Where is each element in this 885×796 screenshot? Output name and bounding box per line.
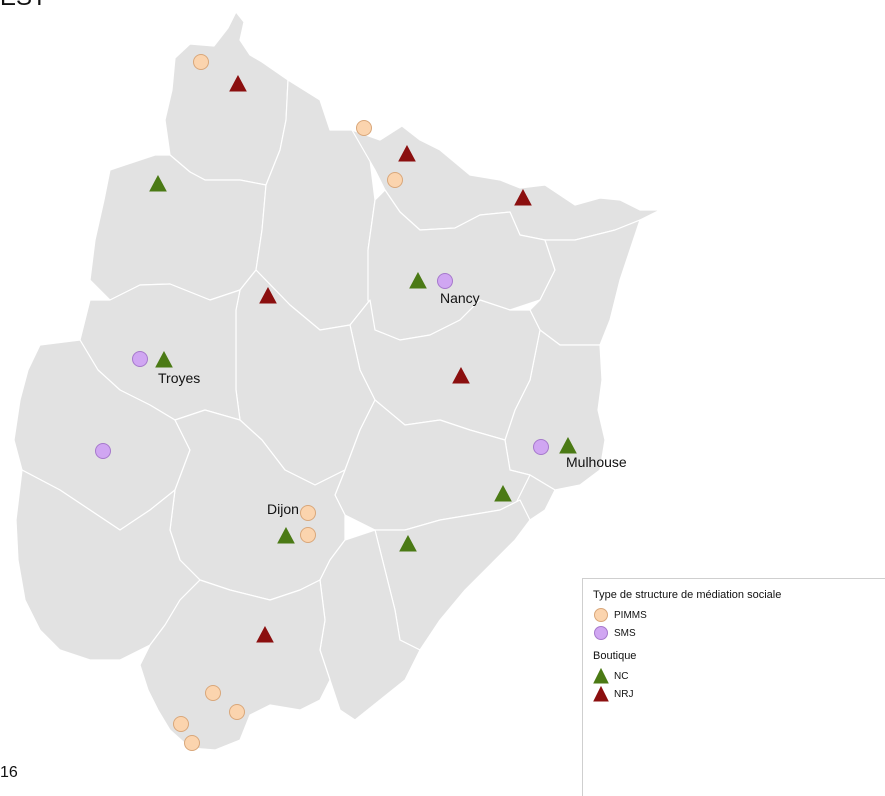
marker-pimms bbox=[300, 527, 316, 543]
legend-item-nrj: NRJ bbox=[593, 685, 885, 703]
map-legend: Type de structure de médiation sociale P… bbox=[582, 578, 885, 796]
marker-nrj bbox=[398, 144, 416, 162]
marker-nc bbox=[409, 271, 427, 289]
region-outlines bbox=[13, 11, 661, 751]
city-label-mulhouse: Mulhouse bbox=[566, 454, 627, 470]
marker-pimms bbox=[205, 685, 221, 701]
circle-icon bbox=[594, 626, 608, 640]
marker-sms bbox=[132, 351, 148, 367]
marker-nrj bbox=[514, 188, 532, 206]
marker-nc bbox=[149, 174, 167, 192]
page-title: EST bbox=[0, 0, 47, 12]
legend-label-nrj: NRJ bbox=[614, 688, 634, 700]
marker-pimms bbox=[173, 716, 189, 732]
city-label-troyes: Troyes bbox=[158, 370, 200, 386]
marker-pimms bbox=[229, 704, 245, 720]
circle-icon bbox=[594, 608, 608, 622]
legend-label-sms: SMS bbox=[614, 627, 636, 639]
map-markers bbox=[95, 54, 577, 751]
region-saone-et-loire bbox=[139, 579, 331, 751]
marker-pimms bbox=[300, 505, 316, 521]
legend-item-nc: NC bbox=[593, 667, 885, 685]
legend-group-boutique: Boutique NC NRJ bbox=[593, 650, 885, 703]
marker-nc bbox=[277, 526, 295, 544]
triangle-icon bbox=[593, 668, 609, 684]
city-label-dijon: Dijon bbox=[267, 501, 299, 517]
marker-nrj bbox=[259, 286, 277, 304]
marker-sms bbox=[533, 439, 549, 455]
marker-sms bbox=[437, 273, 453, 289]
marker-sms bbox=[95, 443, 111, 459]
marker-nc bbox=[155, 350, 173, 368]
marker-pimms bbox=[387, 172, 403, 188]
marker-pimms bbox=[184, 735, 200, 751]
marker-nrj bbox=[452, 366, 470, 384]
legend-item-pimms: PIMMS bbox=[593, 606, 885, 624]
marker-nrj bbox=[229, 74, 247, 92]
page-number: 16 bbox=[0, 764, 18, 781]
triangle-icon bbox=[593, 686, 609, 702]
legend-label-pimms: PIMMS bbox=[614, 609, 647, 621]
marker-nc bbox=[494, 484, 512, 502]
legend-label-nc: NC bbox=[614, 670, 629, 682]
city-labels: Nancy Troyes Mulhouse Dijon bbox=[158, 290, 627, 517]
legend-title-structure: Type de structure de médiation sociale bbox=[593, 589, 782, 601]
legend-item-sms: SMS bbox=[593, 624, 885, 642]
legend-title-boutique: Boutique bbox=[593, 650, 637, 662]
marker-nrj bbox=[256, 625, 274, 643]
region-north-ardennes bbox=[164, 11, 289, 186]
region-bas-rhin bbox=[529, 219, 641, 346]
marker-nc bbox=[399, 534, 417, 552]
marker-pimms bbox=[356, 120, 372, 136]
marker-pimms bbox=[193, 54, 209, 70]
city-label-nancy: Nancy bbox=[440, 290, 480, 306]
legend-group-structure: Type de structure de médiation sociale P… bbox=[593, 589, 885, 642]
marker-nc bbox=[559, 436, 577, 454]
